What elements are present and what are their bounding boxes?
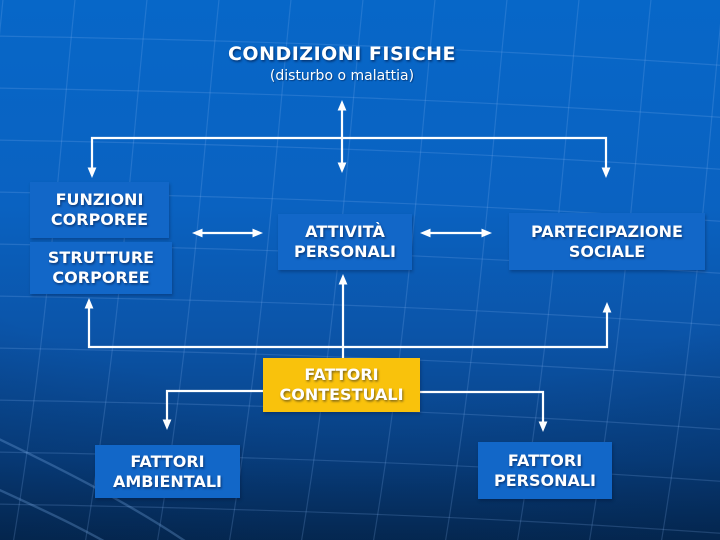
slide-subtitle: (disturbo o malattia) (269, 68, 415, 84)
node-attivita-personali-label: ATTIVITÀ PERSONALI (293, 222, 397, 261)
arrow-condizioni-attivita (337, 100, 347, 173)
node-funzioni-corporee: FUNZIONI CORPOREE (30, 182, 169, 238)
node-fattori-ambientali: FATTORI AMBIENTALI (95, 445, 240, 498)
node-fattori-ambientali-label: FATTORI AMBIENTALI (113, 451, 222, 491)
connector-contestuali-to-sides (84, 298, 612, 349)
slide-header: CONDIZIONI FISICHE (disturbo o malattia) (0, 43, 684, 84)
node-fattori-personali-label: FATTORI PERSONALI (493, 450, 597, 490)
node-strutture-corporee-label: STRUTTURE CORPOREE (47, 248, 155, 287)
slide-title: CONDIZIONI FISICHE (227, 43, 457, 65)
connector-contestuali-ambientali (162, 389, 263, 430)
node-attivita-personali: ATTIVITÀ PERSONALI (278, 214, 412, 270)
arrow-corporee-attivita (192, 228, 263, 238)
connector-contestuali-personali (420, 390, 548, 432)
arrow-contestuali-attivita (338, 274, 348, 358)
connector-condizioni-to-sides (87, 136, 611, 178)
node-fattori-personali: FATTORI PERSONALI (478, 442, 612, 499)
node-fattori-contestuali: FATTORI CONTESTUALI (263, 358, 420, 412)
node-partecipazione-sociale: PARTECIPAZIONE SOCIALE (509, 213, 705, 270)
node-fattori-contestuali-label: FATTORI CONTESTUALI (279, 365, 404, 404)
node-partecipazione-sociale-label: PARTECIPAZIONE SOCIALE (531, 221, 683, 261)
arrow-attivita-partecipazione (420, 228, 492, 238)
node-funzioni-corporee-label: FUNZIONI CORPOREE (50, 190, 149, 229)
node-strutture-corporee: STRUTTURE CORPOREE (30, 242, 172, 294)
